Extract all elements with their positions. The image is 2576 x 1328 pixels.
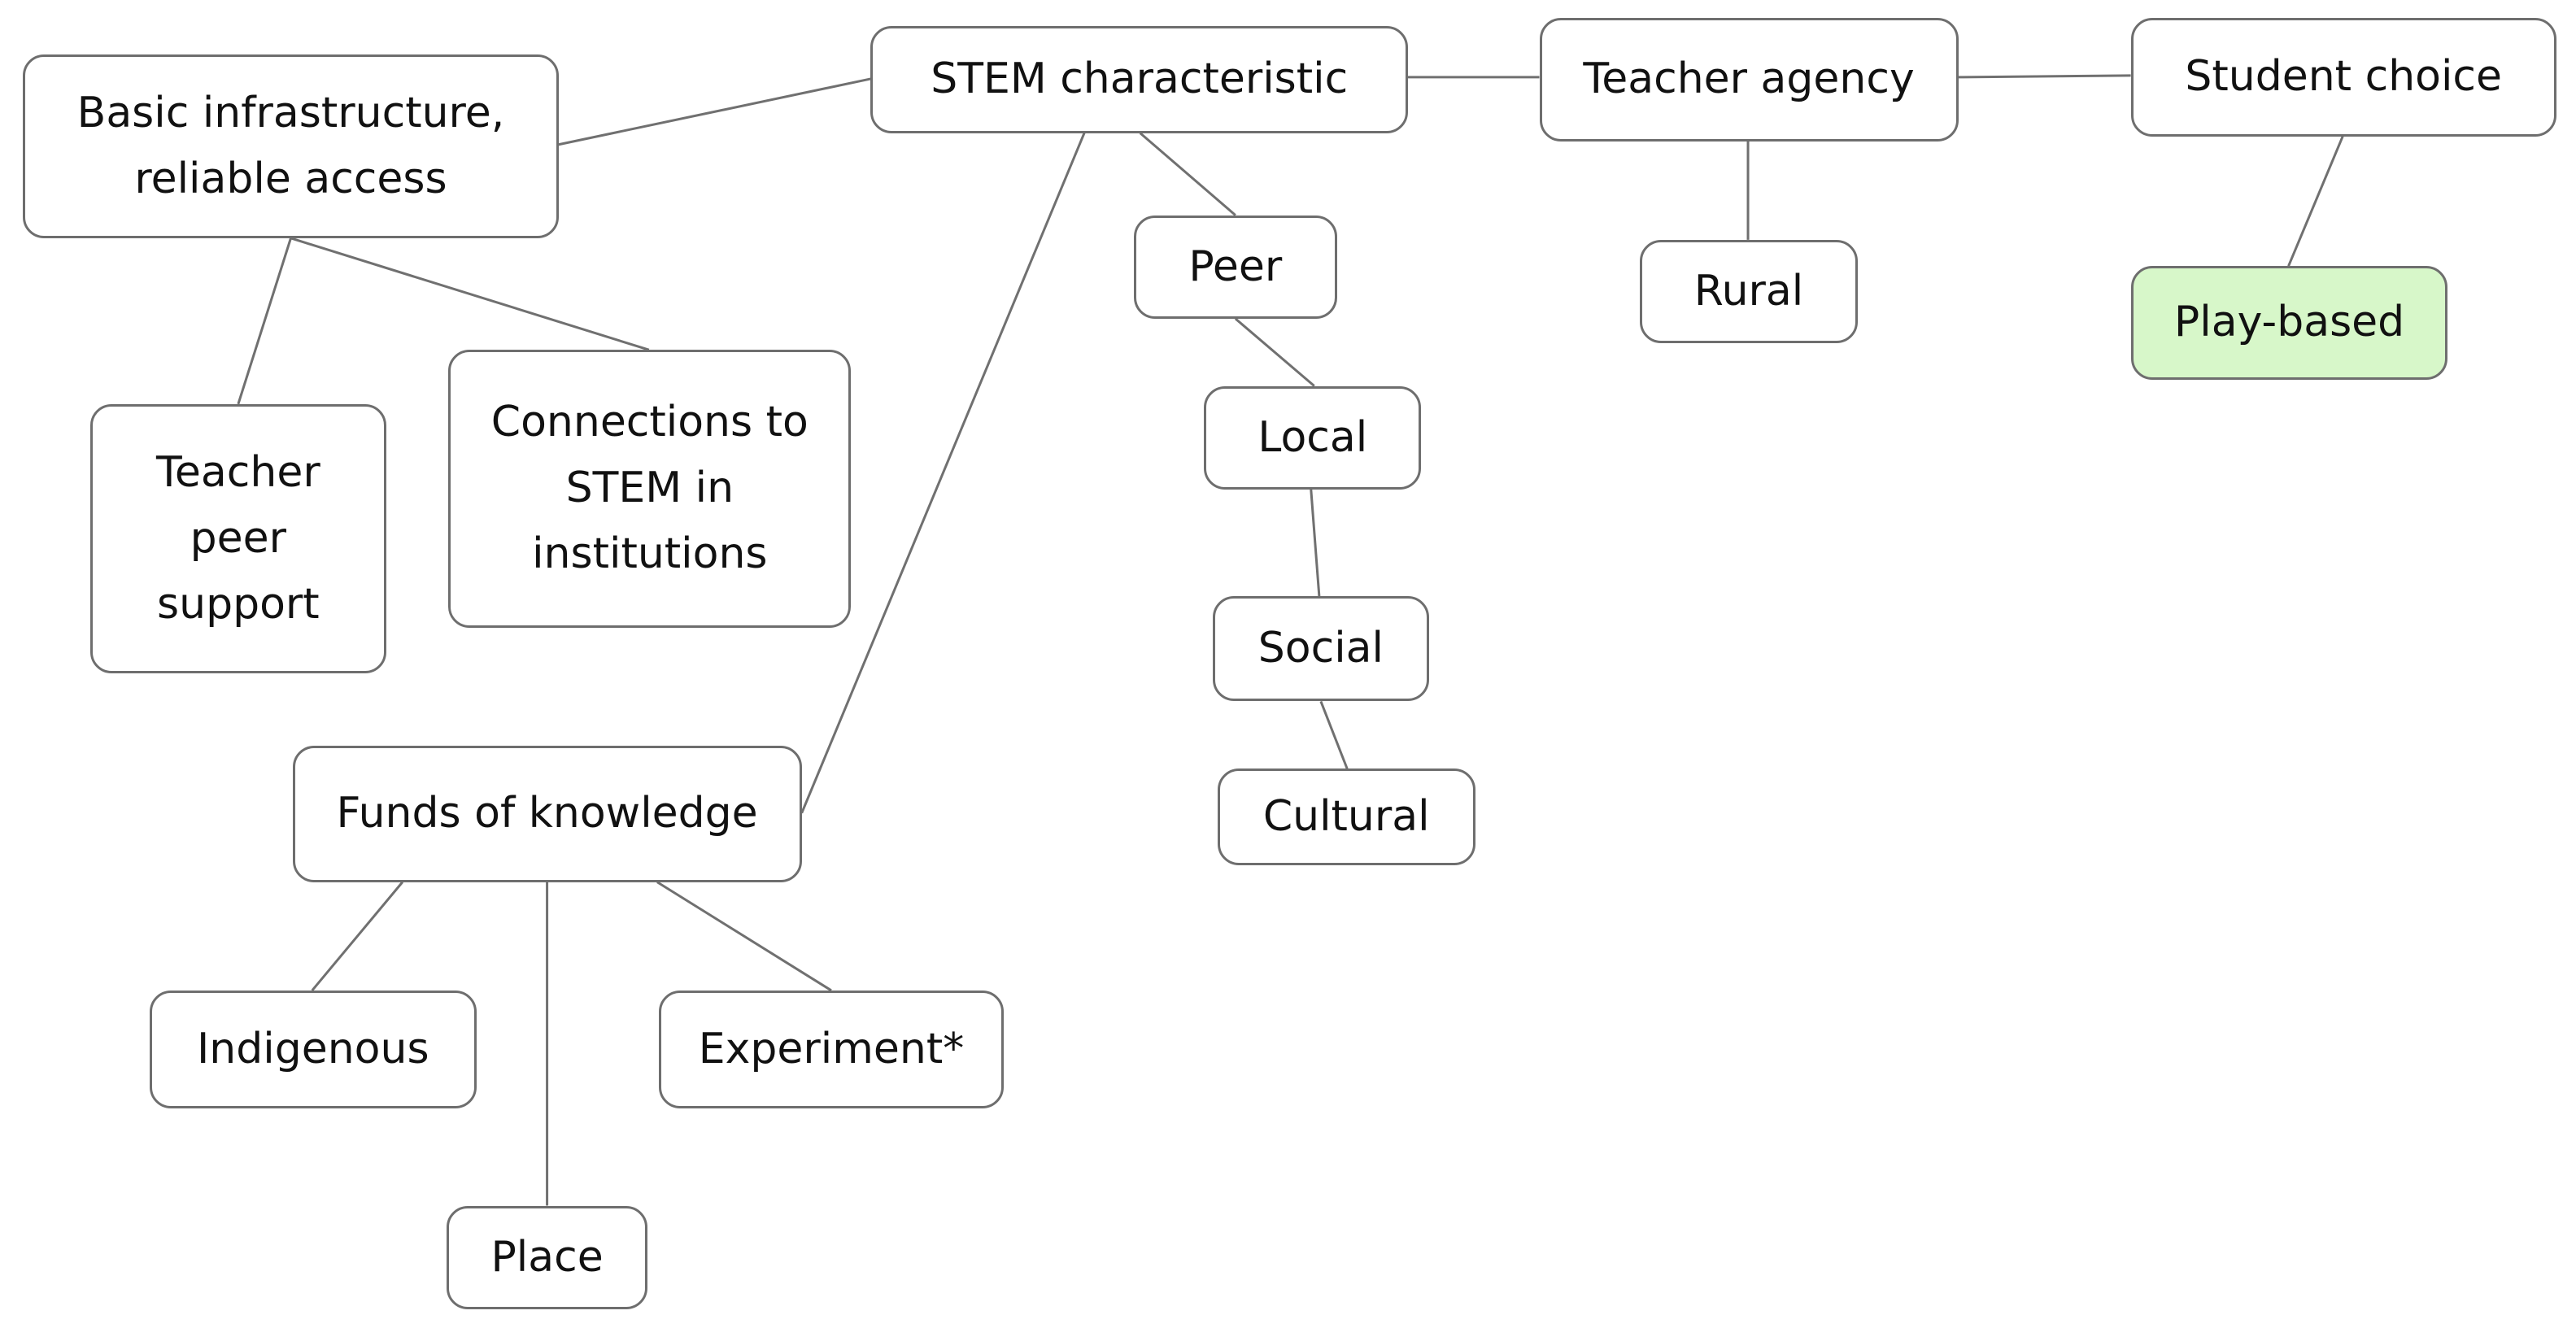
edge-stem-peer bbox=[1139, 132, 1236, 216]
edge-peer-local bbox=[1234, 317, 1315, 387]
edge-infra-tps bbox=[237, 237, 292, 405]
node-teacher-agency: Teacher agency bbox=[1539, 18, 1959, 142]
node-social: Social bbox=[1212, 596, 1430, 702]
node-basic-infrastructure: Basic infrastructure, reliable access bbox=[23, 54, 559, 238]
node-rural: Rural bbox=[1639, 239, 1859, 344]
node-place: Place bbox=[447, 1205, 647, 1309]
edge-social-cultural bbox=[1319, 700, 1349, 769]
edge-stem-funds bbox=[800, 133, 1086, 814]
edge-teacher_agency-student_choice bbox=[1958, 74, 2131, 79]
edge-infra-stem bbox=[558, 77, 871, 146]
edge-local-social bbox=[1310, 489, 1321, 597]
node-indigenous: Indigenous bbox=[149, 990, 477, 1109]
node-student-choice: Student choice bbox=[2130, 18, 2556, 137]
node-funds-of-knowledge: Funds of knowledge bbox=[292, 745, 802, 882]
edge-student_choice-play bbox=[2287, 136, 2344, 267]
node-local: Local bbox=[1204, 385, 1422, 490]
edge-infra-conn bbox=[290, 237, 650, 351]
node-stem-characteristic: STEM characteristic bbox=[870, 26, 1408, 133]
node-play-based: Play-based bbox=[2130, 266, 2448, 380]
node-teacher-peer-support: Teacher peer support bbox=[90, 403, 386, 674]
node-connections-to-stem: Connections to STEM in institutions bbox=[448, 350, 852, 628]
edge-funds-exper bbox=[656, 881, 832, 992]
node-cultural: Cultural bbox=[1217, 768, 1475, 866]
edge-funds-indig bbox=[311, 881, 403, 991]
node-experiment: Experiment* bbox=[658, 990, 1005, 1109]
node-peer: Peer bbox=[1133, 215, 1338, 319]
